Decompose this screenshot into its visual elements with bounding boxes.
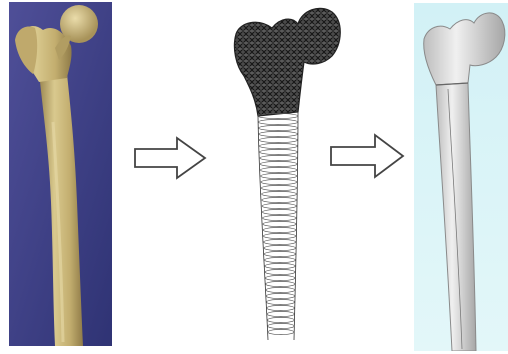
femur-cad-panel xyxy=(414,3,508,351)
mesh-ring xyxy=(267,305,295,310)
right-arrow-1 xyxy=(133,136,207,180)
mesh-ring xyxy=(260,149,298,154)
mesh-ring xyxy=(265,269,295,274)
mesh-ring xyxy=(268,329,294,334)
mesh-ring xyxy=(263,227,296,232)
mesh-ring xyxy=(262,209,296,214)
femur-cad-model-icon xyxy=(414,3,508,351)
right-arrow-icon xyxy=(329,133,405,179)
mesh-ring xyxy=(268,323,295,328)
mesh-ring xyxy=(266,293,295,298)
mesh-ring xyxy=(261,173,297,178)
mesh-ring xyxy=(261,185,296,190)
mesh-ring xyxy=(267,311,294,316)
mesh-ring xyxy=(260,161,297,166)
mesh-ring xyxy=(266,287,295,292)
mesh-ring xyxy=(265,275,295,280)
mesh-ring xyxy=(265,257,296,262)
mesh-ring xyxy=(263,233,295,238)
mesh-ring xyxy=(267,317,294,322)
mesh-ring xyxy=(262,203,296,208)
mesh-ring xyxy=(259,143,297,148)
mesh-ring xyxy=(266,299,294,304)
mesh-ring xyxy=(261,179,297,184)
mesh-ring xyxy=(260,155,297,160)
mesh-ring xyxy=(263,215,297,220)
right-arrow-2 xyxy=(329,133,405,179)
mesh-ring xyxy=(264,245,296,250)
mesh-ring xyxy=(265,263,295,268)
femur-photo-panel xyxy=(9,2,112,346)
mesh-ring xyxy=(263,221,296,226)
mesh-ring xyxy=(262,191,297,196)
right-arrow-icon xyxy=(133,136,207,180)
mesh-ring xyxy=(262,197,297,202)
mesh-ring xyxy=(259,137,297,142)
mesh-ring xyxy=(258,119,298,124)
mesh-ring xyxy=(260,167,297,172)
mesh-ring xyxy=(264,251,295,256)
mesh-ring xyxy=(266,281,295,286)
femur-bone-photo-icon xyxy=(9,2,112,346)
mesh-ring xyxy=(259,131,298,136)
mesh-ring xyxy=(259,125,298,130)
mesh-ring xyxy=(264,239,296,244)
